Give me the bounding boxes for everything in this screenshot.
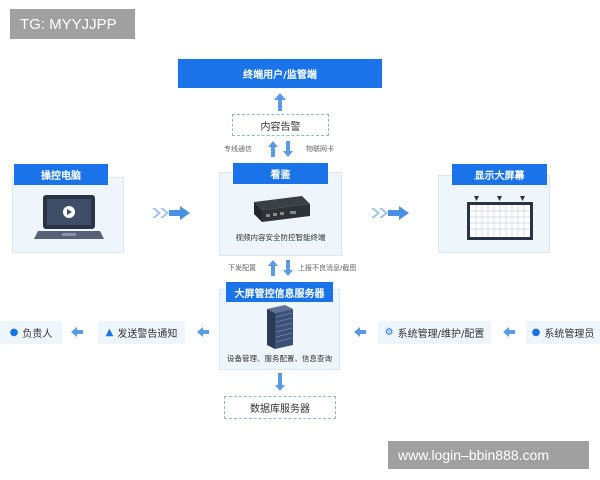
watermark-bottom: www.login–bbin888.com (388, 441, 589, 469)
database-box: 数据库服务器 (224, 396, 336, 419)
content-alert-box: 内容告警 (232, 114, 329, 136)
person-icon: ● (531, 327, 541, 338)
person-icon: ● (9, 327, 19, 338)
watermark-top: TG: MYYJJPP (10, 9, 135, 39)
laptop-icon (34, 195, 104, 239)
content-alert-label: 内容告警 (260, 121, 301, 133)
responsible-chip: ● 负责人 (0, 321, 62, 344)
terminal-users-box: 终端用户/监管端 (178, 59, 382, 88)
database-label: 数据库服务器 (250, 404, 310, 415)
sys-admin-label: 系统管理员 (544, 329, 595, 340)
flow-arrow-icon (371, 206, 409, 220)
terminal-caption: 视频内容安全防控智能终端 (235, 233, 326, 242)
control-pc-label: 操控电脑 (41, 171, 81, 182)
server-caption: 设备管理、服务配置、信息查询 (227, 354, 332, 363)
watermark-top-text: TG: MYYJJPP (20, 15, 117, 33)
arrow-up-icon (268, 141, 278, 157)
sys-manage-label: 系统管理/维护/配置 (397, 329, 485, 340)
send-alert-label: 发送警告通知 (117, 329, 178, 340)
watermark-bottom-text: www.login–bbin888.com (398, 447, 549, 463)
arrow-left-icon (354, 327, 366, 337)
server-rack-icon (267, 305, 293, 349)
arrow-up-icon (274, 93, 286, 111)
arrow-down-icon (275, 373, 285, 391)
display-screen-icon (467, 196, 533, 240)
kanjian-title: 看鉴 (233, 163, 328, 184)
arrow-left-icon (503, 327, 515, 337)
display-wall-title: 显示大屏幕 (452, 164, 547, 185)
terminal-users-label: 终端用户/监管端 (243, 70, 317, 81)
flow-arrow-icon (152, 206, 190, 220)
gear-icon: ⚙ (384, 327, 394, 338)
sys-admin-chip: ● 系统管理员 (526, 321, 600, 344)
control-pc-title: 操控电脑 (14, 164, 108, 185)
responsible-label: 负责人 (22, 329, 53, 340)
send-alert-chip: ▲ 发送警告通知 (98, 321, 185, 344)
kanjian-label: 看鉴 (270, 170, 291, 181)
terminal-device-icon (254, 196, 310, 222)
warning-icon: ▲ (105, 327, 114, 338)
link-right-label: 物联网卡 (306, 145, 334, 153)
server-title: 大屏管控信息服务器 (226, 282, 333, 302)
server-label: 大屏管控信息服务器 (234, 288, 325, 300)
sys-manage-chip: ⚙ 系统管理/维护/配置 (378, 321, 491, 344)
arrow-left-icon (197, 327, 209, 337)
down-config-label: 下发配置 (228, 264, 256, 272)
arrow-up-icon (268, 260, 278, 276)
display-wall-label: 显示大屏幕 (474, 171, 525, 182)
up-report-label: 上报不良消息/截图 (298, 264, 357, 272)
arrow-left-icon (71, 327, 83, 337)
link-left-label: 专线通信 (224, 145, 252, 153)
arrow-down-icon (283, 260, 293, 276)
arrow-down-icon (283, 141, 293, 157)
